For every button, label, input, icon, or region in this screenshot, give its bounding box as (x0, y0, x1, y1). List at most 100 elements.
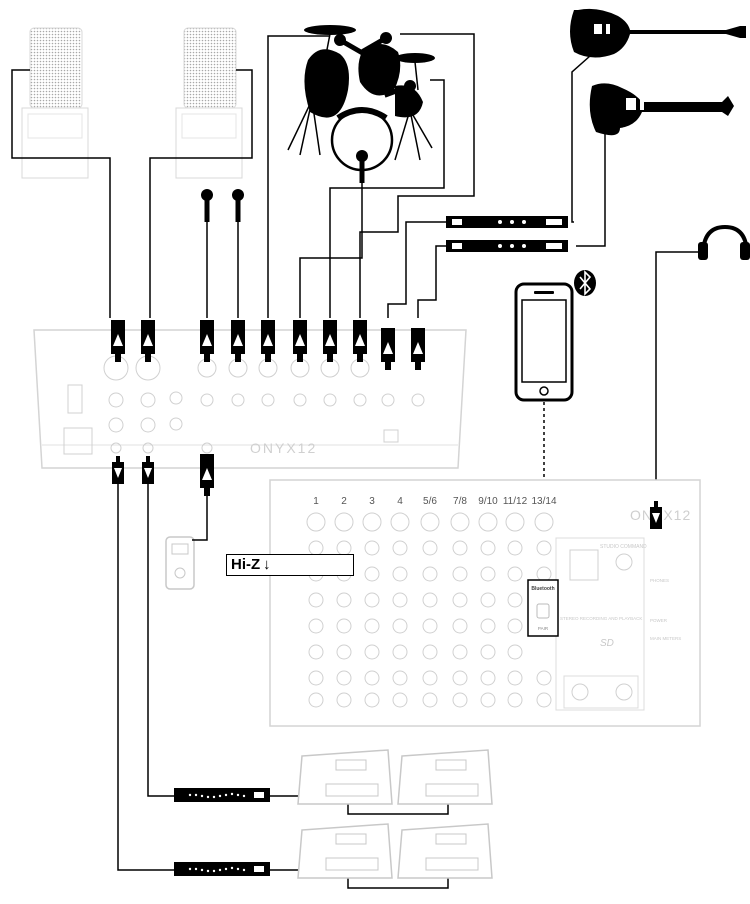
guitar-icon-2 (589, 83, 734, 136)
vocal-microphone-2 (232, 189, 244, 318)
channel-knob (452, 692, 468, 708)
channel-knob (392, 540, 408, 556)
main-speaker-right (175, 27, 243, 179)
channel-knob (308, 692, 324, 708)
channel-knob (480, 692, 496, 708)
channel-knob (536, 540, 552, 556)
channel-knob (364, 644, 380, 660)
channel-knob (364, 692, 380, 708)
stereo-label: STEREO RECORDING AND PLAYBACK (560, 616, 642, 621)
channel-knobs (306, 512, 554, 708)
channel-knob (480, 592, 496, 608)
channel-knob (452, 592, 468, 608)
channel-knob (422, 618, 438, 634)
hi-z-label: Hi-Z (231, 556, 261, 573)
channel-knob (422, 566, 438, 582)
channel-number: 2 (341, 496, 347, 507)
rack-unit-icon-1 (446, 216, 568, 228)
rack-unit-icon-2 (446, 240, 568, 252)
channel-knob (507, 592, 523, 608)
channel-knob (390, 512, 410, 532)
channel-knob (422, 592, 438, 608)
channel-knob (392, 670, 408, 686)
channel-knob (364, 540, 380, 556)
channel-knob (364, 566, 380, 582)
channel-knob (507, 618, 523, 634)
rack-unit-icon-3 (174, 788, 270, 802)
channel-knob (507, 540, 523, 556)
channel-knob (334, 512, 354, 532)
channel-knob (422, 670, 438, 686)
channel-knob (480, 644, 496, 660)
channel-knob (507, 644, 523, 660)
floor-monitor-icon-1 (297, 749, 393, 805)
channel-knob (478, 512, 498, 532)
channel-numbers: 1 2 3 4 5/6 7/8 9/10 11/12 13/14 (313, 496, 557, 507)
power-label: POWER (650, 618, 668, 623)
sd-label: SD (600, 638, 614, 649)
phone-icon (514, 282, 574, 402)
channel-knob (536, 670, 552, 686)
channel-number: 4 (397, 496, 403, 507)
main-meters-label: MAIN METERS (650, 636, 681, 641)
channel-knob (452, 670, 468, 686)
channel-knob (336, 592, 352, 608)
studio-command-label: STUDIO COMMAND (600, 544, 647, 550)
channel-knob (392, 692, 408, 708)
channel-knob (507, 670, 523, 686)
channel-knob (392, 618, 408, 634)
channel-knob (392, 566, 408, 582)
drum-kit-icon (287, 25, 435, 172)
mixer-top-panel: ONYX12 STUDIO COMMAND SD STEREO RECORDIN… (269, 479, 701, 727)
channel-knob (480, 540, 496, 556)
channel-knob (308, 644, 324, 660)
channel-knob (422, 692, 438, 708)
channel-knob (505, 512, 525, 532)
channel-knob (452, 644, 468, 660)
channel-knob (308, 592, 324, 608)
floor-monitor-icon-2 (397, 749, 493, 805)
vocal-microphone-1 (201, 189, 213, 318)
channel-number: 1 (313, 496, 319, 507)
channel-knob (507, 692, 523, 708)
di-box-icon (165, 536, 195, 590)
channel-knob (308, 618, 324, 634)
channel-knob (336, 692, 352, 708)
channel-knob (422, 540, 438, 556)
channel-knob (452, 618, 468, 634)
mixer-rear-panel: ONYX12 (33, 329, 467, 469)
bluetooth-panel: Bluetooth PAIR (527, 579, 559, 637)
channel-number: 9/10 (478, 496, 498, 507)
channel-number: 3 (369, 496, 375, 507)
channel-knob (308, 670, 324, 686)
hi-z-callout: Hi-Z ↓ (226, 554, 354, 576)
channel-knob (480, 566, 496, 582)
main-speaker-left (21, 27, 89, 179)
channel-knob (450, 512, 470, 532)
mixer-rear-brand: ONYX12 (250, 440, 317, 456)
channel-knob (422, 644, 438, 660)
channel-knob (452, 540, 468, 556)
channel-knob (364, 670, 380, 686)
channel-knob (507, 566, 523, 582)
drum-cables (267, 33, 475, 318)
speaker-cables (11, 69, 253, 318)
bluetooth-panel-label: Bluetooth (531, 586, 554, 592)
channel-number: 7/8 (453, 496, 467, 507)
hi-z-arrow-icon: ↓ (263, 556, 271, 573)
phones-label: PHONES (650, 578, 669, 583)
channel-number: 13/14 (531, 496, 556, 507)
channel-knob (336, 644, 352, 660)
channel-knob (480, 670, 496, 686)
channel-number: 11/12 (503, 496, 528, 507)
headphones-icon (698, 224, 750, 260)
channel-knob (306, 512, 326, 532)
channel-knob (364, 618, 380, 634)
channel-knob (480, 618, 496, 634)
channel-knob (336, 670, 352, 686)
channel-knob (452, 566, 468, 582)
guitar-cables (571, 55, 606, 247)
rack-unit-icon-4 (174, 862, 270, 876)
monitor-cables (117, 484, 449, 889)
channel-knob (536, 692, 552, 708)
